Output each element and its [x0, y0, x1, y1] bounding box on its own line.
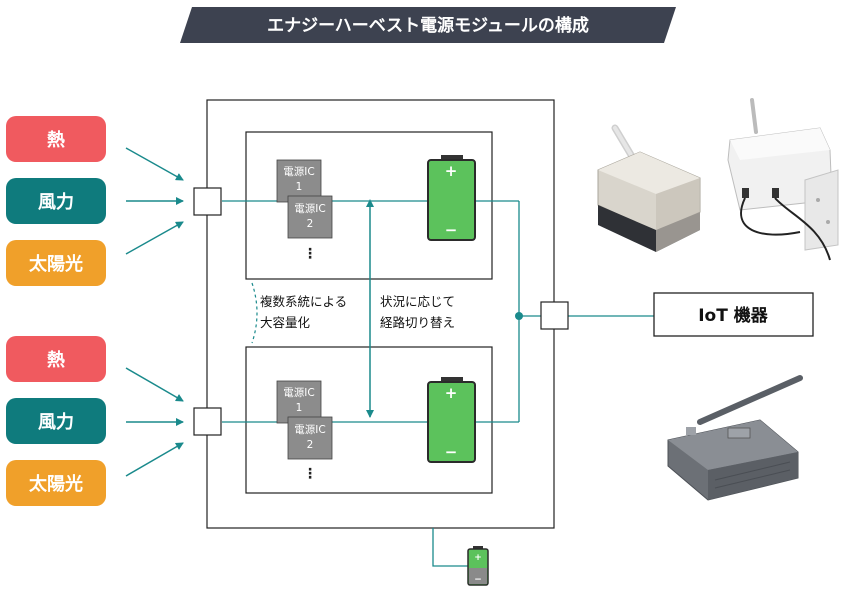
battery-bottom-plus: +	[445, 384, 458, 402]
arrow-heat-top	[125, 147, 184, 181]
battery-icon-bottom: + −	[427, 377, 476, 463]
note-switch-line1: 状況に応じて	[380, 294, 455, 309]
input-port-top	[193, 187, 222, 216]
ic1-top-num: 1	[296, 181, 303, 193]
output-port	[540, 301, 569, 330]
arrow-solar-top	[125, 221, 184, 255]
ic1-bottom-label: 電源IC	[283, 386, 314, 399]
source-wind-bottom	[6, 398, 106, 444]
ic1-top-label: 電源IC	[283, 165, 314, 178]
ic2-top-label: 電源IC	[294, 202, 325, 215]
source-solar-bottom	[6, 460, 106, 506]
source-heat-top	[6, 116, 106, 162]
wire-backup-battery	[432, 528, 468, 567]
page-title: エナジーハーベスト電源モジュールの構成	[267, 15, 589, 36]
source-solar-top	[6, 240, 106, 286]
device-image-box-antenna	[597, 124, 701, 252]
source-heat-bottom	[6, 336, 106, 382]
source-group-bottom: 熱 風力 太陽光	[6, 336, 184, 506]
note-capacity-line2: 大容量化	[260, 315, 311, 330]
title-banner: エナジーハーベスト電源モジュールの構成	[180, 7, 676, 43]
iot-device-box	[653, 292, 814, 337]
ic2-top-num: 2	[307, 218, 314, 230]
source-group-top: 熱 風力 太陽光	[6, 116, 184, 286]
source-wind-top	[6, 178, 106, 224]
device-image-gateway	[667, 375, 803, 501]
source-wind-top-label: 風力	[38, 192, 74, 213]
device-image-enclosure	[727, 98, 839, 261]
ic2-bottom	[287, 416, 333, 460]
ic1-bottom	[276, 380, 322, 424]
source-solar-top-label: 太陽光	[29, 253, 83, 275]
arrow-heat-bottom	[125, 367, 184, 402]
note-switch-line2: 経路切り替え	[380, 315, 455, 330]
battery-top-plus: +	[445, 162, 458, 180]
ic2-bottom-num: 2	[307, 439, 314, 451]
source-wind-bottom-label: 風力	[38, 412, 74, 433]
ic-more-top: ⋮	[303, 246, 317, 262]
battery-icon-top: + −	[427, 155, 476, 241]
source-solar-bottom-label: 太陽光	[29, 473, 83, 495]
iot-device-label: IoT 機器	[698, 305, 769, 326]
backup-battery-plus: +	[474, 553, 482, 563]
source-heat-bottom-label: 熱	[47, 349, 65, 371]
battery-top-minus: −	[445, 221, 458, 239]
ic2-bottom-label: 電源IC	[294, 423, 325, 436]
battery-bottom-minus: −	[445, 443, 458, 461]
backup-battery-icon: + −	[467, 546, 489, 586]
capacity-brace	[251, 282, 258, 344]
backup-battery-minus: −	[474, 575, 482, 585]
input-port-bottom	[193, 407, 222, 436]
source-heat-top-label: 熱	[47, 129, 65, 151]
arrow-solar-bottom	[125, 442, 184, 477]
ic1-bottom-num: 1	[296, 402, 303, 414]
ic2-top	[287, 195, 333, 239]
wire-junction-dot	[515, 312, 523, 320]
note-capacity-line1: 複数系統による	[260, 294, 347, 309]
ic-more-bottom: ⋮	[303, 466, 317, 482]
